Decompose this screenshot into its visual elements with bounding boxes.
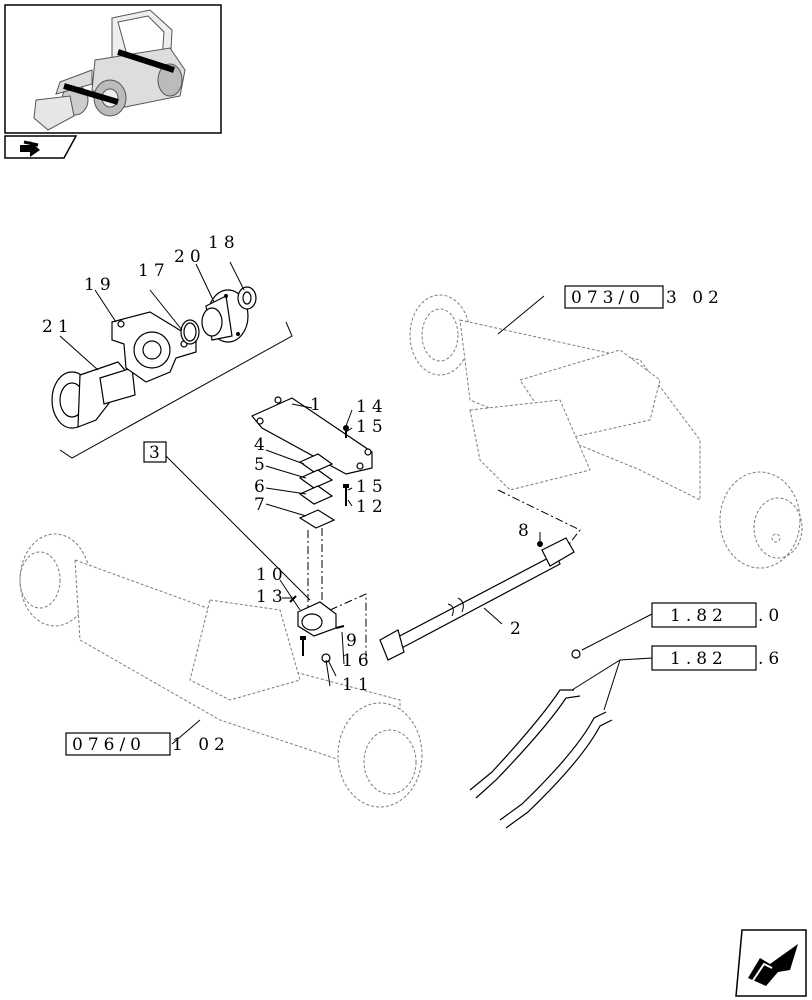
callout-10: 10 — [256, 565, 288, 585]
rear-axle — [409, 294, 803, 569]
part-17-snap-ring[interactable] — [180, 319, 200, 345]
callout-2: 2 — [510, 619, 526, 639]
ref-rear-axle-suffix: 3 02 — [666, 288, 724, 308]
part-21-flange-shaft[interactable] — [51, 361, 136, 429]
thumbnail-frame[interactable] — [4, 4, 222, 134]
callout-21: 21 — [42, 317, 74, 337]
bearing-assembly — [51, 286, 293, 459]
ref-front-axle-box-text: 076/0 — [72, 735, 146, 755]
mounting-bracket[interactable] — [251, 396, 373, 475]
center-bearing[interactable] — [297, 601, 337, 637]
callout-9: 9 — [346, 631, 362, 651]
callout-7: 7 — [254, 495, 270, 515]
wheel-loader-thumbnail-icon — [33, 9, 186, 131]
ref-hose-b-box-text: 1.82 — [670, 649, 728, 669]
ref-rear-axle[interactable]: 073/0 3 02 — [564, 285, 724, 309]
ref-hose-a[interactable]: 1.82 .0 — [651, 602, 784, 628]
callout-6: 6 — [254, 477, 270, 497]
part-2-drive-shaft[interactable] — [379, 537, 575, 661]
callout-20: 20 — [174, 247, 206, 267]
part-18-seal[interactable] — [237, 286, 257, 310]
next-page-button[interactable] — [735, 929, 807, 997]
callout-16: 16 — [342, 651, 374, 671]
ref-hose-b[interactable]: 1.82 .6 — [651, 645, 784, 671]
ref-detail-3[interactable]: 3 — [143, 441, 167, 463]
callout-14: 14 — [356, 397, 388, 417]
next-page-arrow-icon — [748, 944, 798, 986]
ref-rear-axle-box-text: 073/0 — [571, 288, 645, 308]
ref-detail-3-text: 3 — [149, 443, 165, 463]
shim-stack[interactable] — [298, 453, 336, 529]
callout-19: 19 — [84, 275, 116, 295]
callout-15-upper: 15 — [356, 417, 388, 437]
callout-12: 12 — [356, 497, 388, 517]
callout-5: 5 — [254, 455, 270, 475]
part-19-pillow-block[interactable] — [111, 311, 197, 383]
ref-hose-a-suffix: .0 — [758, 606, 784, 626]
callout-1: 1 — [310, 395, 326, 415]
ref-front-axle[interactable]: 076/0 1 02 — [65, 732, 230, 756]
leader-lines — [59, 261, 653, 745]
back-arrow-button[interactable] — [4, 135, 78, 159]
callout-17: 17 — [138, 261, 170, 281]
callout-13: 13 — [256, 587, 288, 607]
callout-labels: 1 2 4 5 6 7 8 9 10 11 12 13 14 15 15 16 … — [42, 233, 534, 695]
callout-8: 8 — [518, 521, 534, 541]
callout-4: 4 — [254, 435, 270, 455]
back-arrow-icon — [20, 140, 40, 157]
callout-15-lower: 15 — [356, 477, 388, 497]
ref-hose-a-box-text: 1.82 — [670, 606, 728, 626]
ref-hose-b-suffix: .6 — [758, 649, 784, 669]
hose-assembly[interactable] — [469, 649, 613, 829]
ref-front-axle-suffix: 1 02 — [172, 735, 230, 755]
callout-18: 18 — [208, 233, 240, 253]
front-axle — [19, 533, 423, 808]
callout-11: 11 — [342, 675, 374, 695]
part-20-flange-cap[interactable] — [201, 289, 249, 343]
